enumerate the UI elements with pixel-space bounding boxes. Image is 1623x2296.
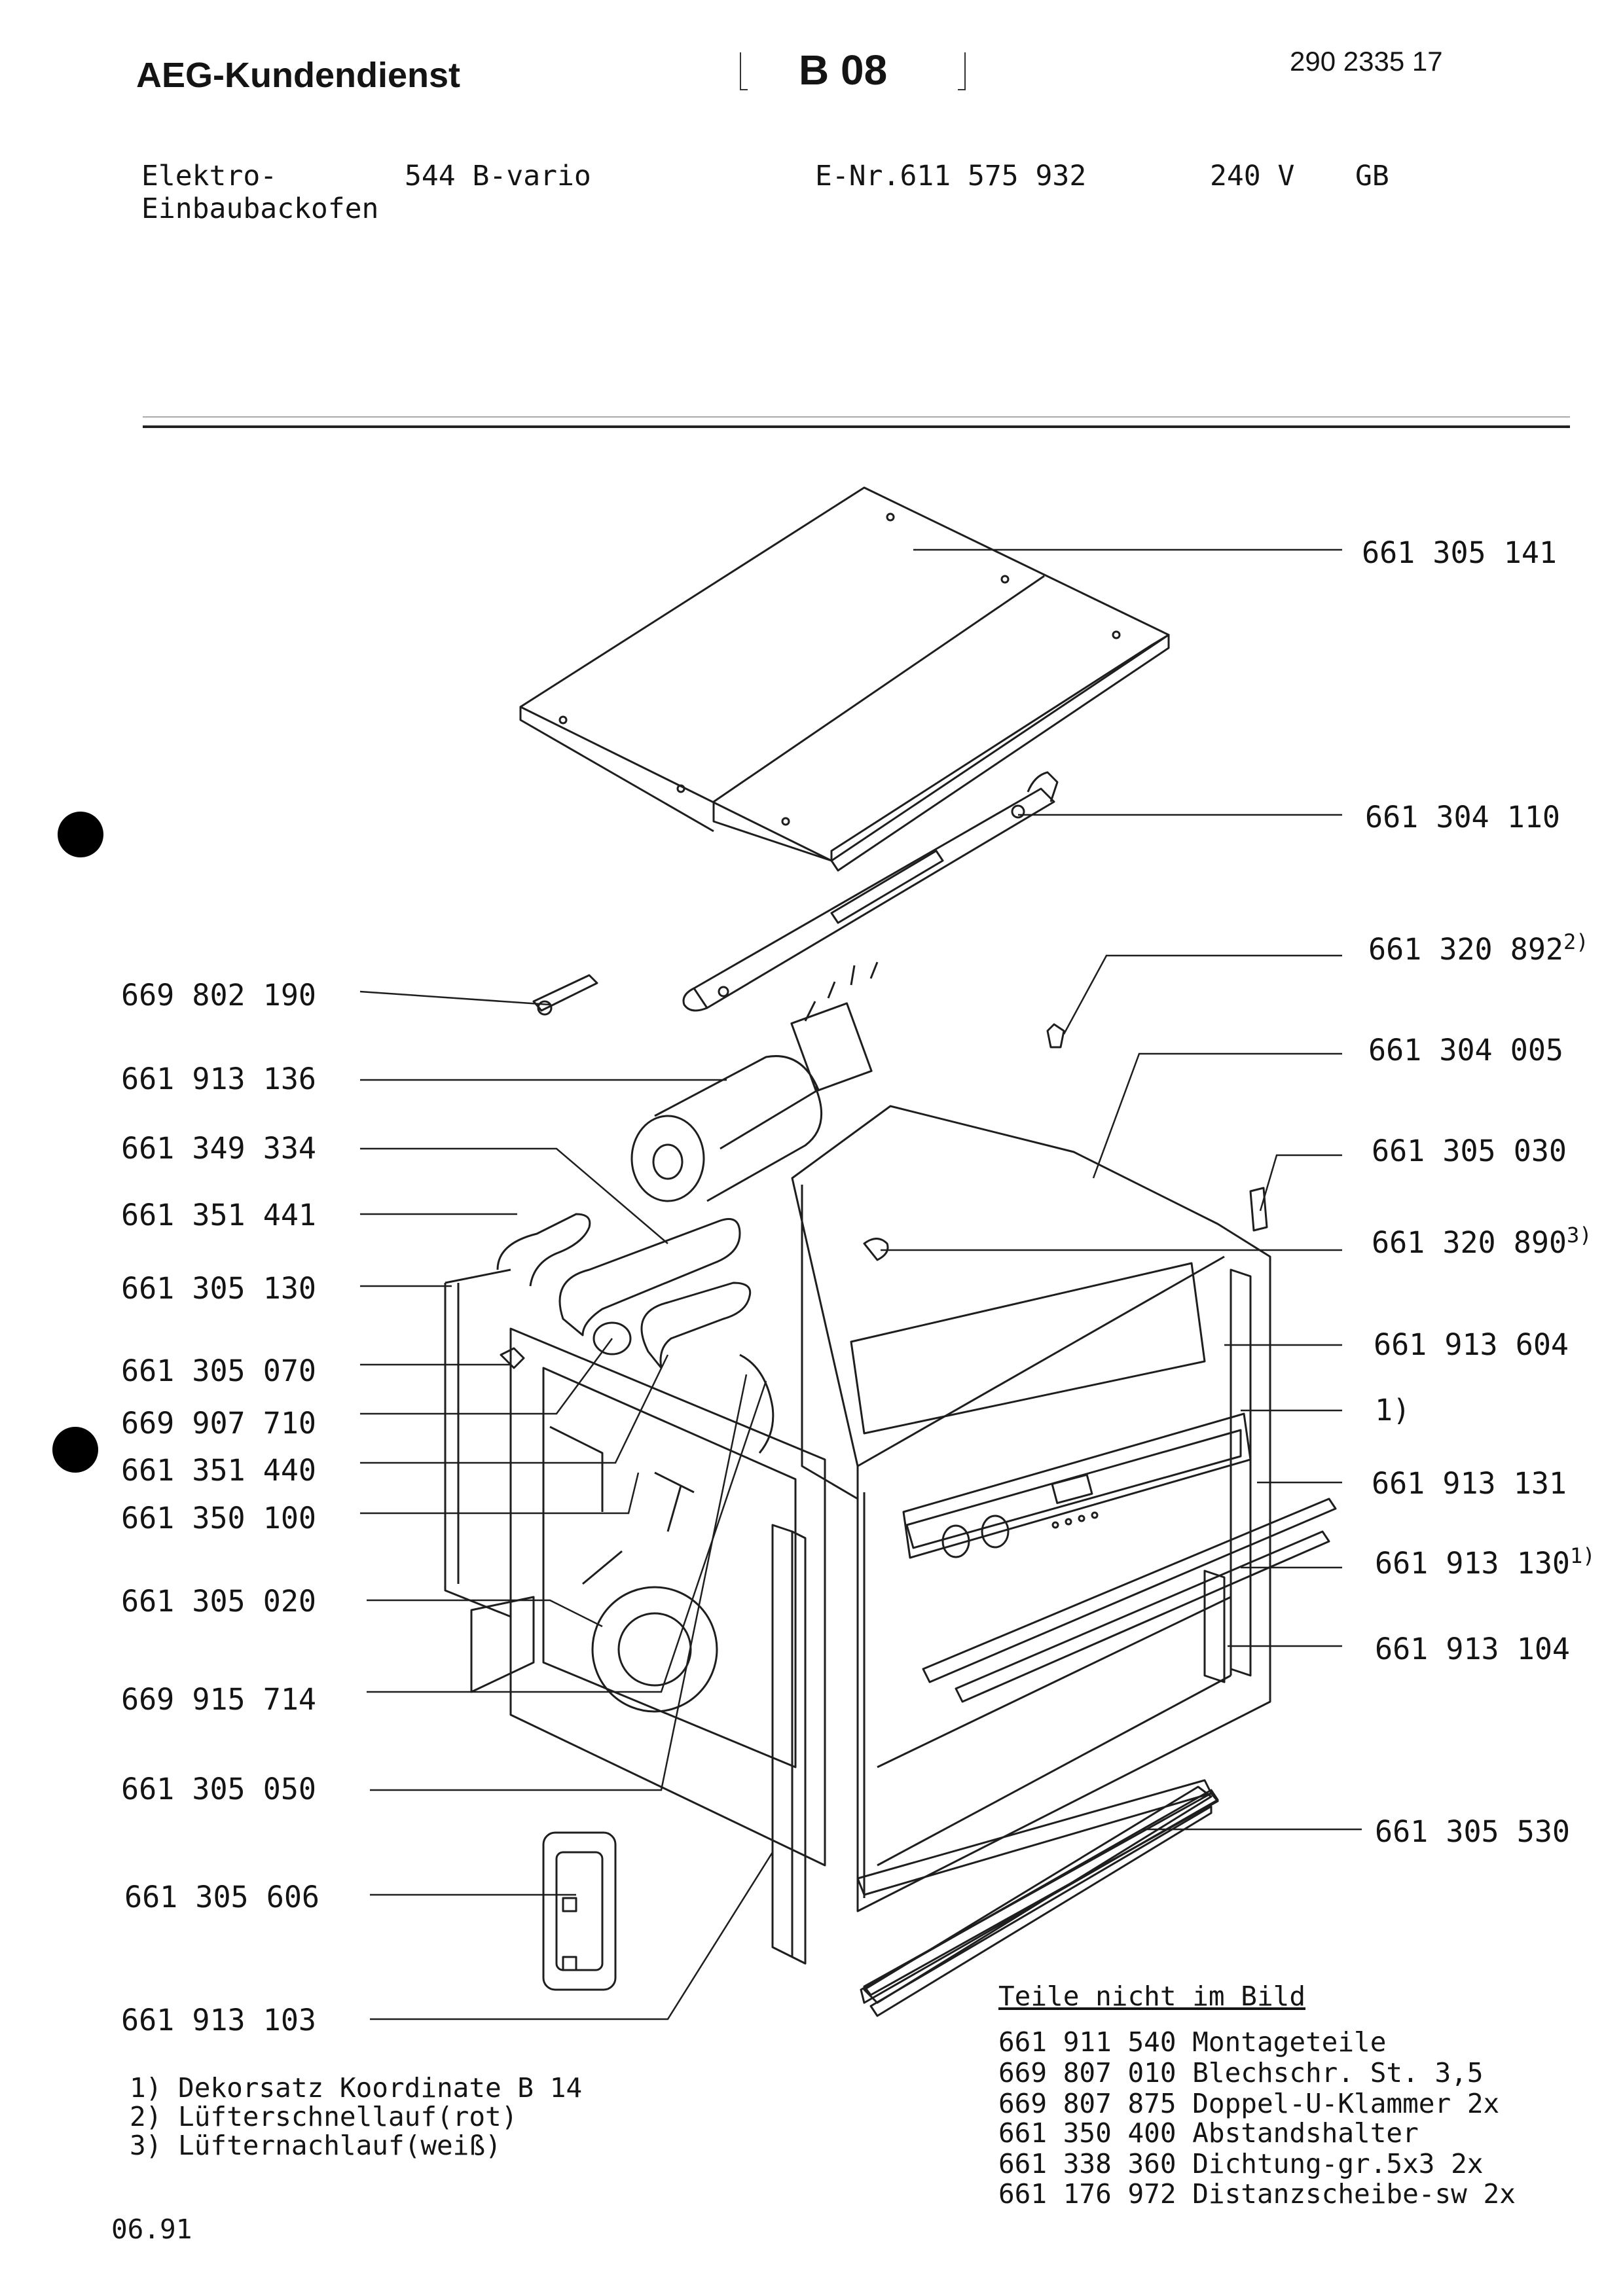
- callout-right: 661 304 005: [1368, 1033, 1564, 1067]
- section-code: B 08: [799, 46, 888, 94]
- callout-right: 661 305 030: [1372, 1134, 1567, 1168]
- callout-right: 1): [1375, 1393, 1411, 1427]
- callout-left: 661 351 440: [121, 1453, 317, 1488]
- callout-right: 661 305 141: [1362, 535, 1558, 570]
- small-clip: [532, 974, 598, 1016]
- header-rule: [143, 425, 1570, 428]
- callout-right: 661 320 8922): [1368, 929, 1589, 967]
- callout-left: 661 305 070: [121, 1354, 317, 1388]
- callout-left: 661 305 050: [121, 1772, 317, 1806]
- callout-part: 661 913 130: [1375, 1546, 1571, 1581]
- switch-parts: [500, 1023, 1268, 1454]
- not-shown-title: Teile nicht im Bild: [998, 1981, 1305, 2012]
- header-rule-thin: [143, 416, 1570, 418]
- callout-part: 661 320 892: [1368, 932, 1564, 967]
- callout-right: 661 320 8903): [1372, 1223, 1592, 1260]
- callout-right: 661 305 530: [1375, 1814, 1571, 1849]
- fan-motor: [630, 961, 879, 1202]
- callout-right: 661 304 110: [1365, 800, 1561, 834]
- section-code-box: B 08: [740, 46, 966, 94]
- voltage: 240 V: [1210, 160, 1295, 192]
- not-shown-item: 669 807 010 Blechschr. St. 3,5: [998, 2057, 1484, 2089]
- bottom-strip: [863, 1792, 1219, 1996]
- footnote: 2) Lüfterschnellauf(rot): [130, 2101, 518, 2132]
- callout-left: 669 907 710: [121, 1406, 317, 1441]
- callout-right: 661 913 131: [1372, 1466, 1567, 1501]
- callout-footnote-mark: 2): [1563, 929, 1589, 954]
- product-type-line2: Einbaubackofen: [141, 192, 379, 225]
- rail-strips: [856, 1498, 1337, 2004]
- top-cover-panel: [519, 486, 1170, 872]
- callout-footnote-mark: 1): [1570, 1543, 1596, 1568]
- callout-left: 661 305 130: [121, 1271, 317, 1306]
- callout-left: 661 351 441: [121, 1198, 317, 1232]
- date-stamp: 06.91: [111, 2214, 192, 2245]
- document-number: 290 2335 17: [1290, 46, 1443, 77]
- callout-right: 661 913 1301): [1375, 1543, 1596, 1581]
- callout-left: 661 305 020: [121, 1584, 317, 1619]
- left-side-wall: [444, 1268, 535, 1693]
- callout-right: 661 913 104: [1375, 1632, 1571, 1666]
- brand-title: AEG-Kundendienst: [136, 56, 460, 95]
- not-shown-item: 661 176 972 Distanzscheibe-sw 2x: [998, 2178, 1516, 2210]
- product-type-line1: Elektro-: [141, 160, 278, 192]
- not-shown-item: 661 338 360 Dichtung-gr.5x3 2x: [998, 2148, 1484, 2179]
- callout-left: 661 913 136: [121, 1062, 317, 1096]
- callout-footnote-mark: 3): [1567, 1223, 1592, 1247]
- footnote: 1) Dekorsatz Koordinate B 14: [130, 2072, 583, 2104]
- callout-left: 661 913 103: [121, 2003, 317, 2037]
- callout-left: 661 305 606: [124, 1880, 320, 1914]
- air-duct-hoses: [496, 1213, 752, 1369]
- callout-right: 661 913 604: [1374, 1327, 1569, 1362]
- base-plate: [863, 1785, 1213, 2017]
- back-frame: [509, 1327, 826, 1867]
- model-name: 544 B-vario: [405, 160, 591, 192]
- callout-left: 669 915 714: [121, 1682, 317, 1717]
- country-code: GB: [1355, 160, 1389, 192]
- footnote: 3) Lüfternachlauf(weiß): [130, 2130, 501, 2161]
- punch-hole-top: [58, 812, 103, 857]
- callout-part: 661 320 890: [1372, 1225, 1567, 1260]
- callout-left: 661 350 100: [121, 1501, 317, 1535]
- punch-hole-bottom: [52, 1427, 98, 1473]
- not-shown-item: 669 807 875 Doppel-U-Klammer 2x: [998, 2088, 1500, 2119]
- control-panel: [902, 1412, 1252, 1559]
- side-posts: [771, 1268, 1252, 1965]
- oven-frame: [791, 1105, 1271, 1912]
- not-shown-item: 661 350 400 Abstandshalter: [998, 2117, 1419, 2149]
- support-bracket: [682, 771, 1059, 1012]
- callout-left: 669 802 190: [121, 978, 317, 1013]
- not-shown-item: 661 911 540 Montageteile: [998, 2026, 1387, 2058]
- door-grip: [542, 1831, 617, 1991]
- e-number: E-Nr.611 575 932: [815, 160, 1087, 192]
- callout-left: 661 349 334: [121, 1131, 317, 1166]
